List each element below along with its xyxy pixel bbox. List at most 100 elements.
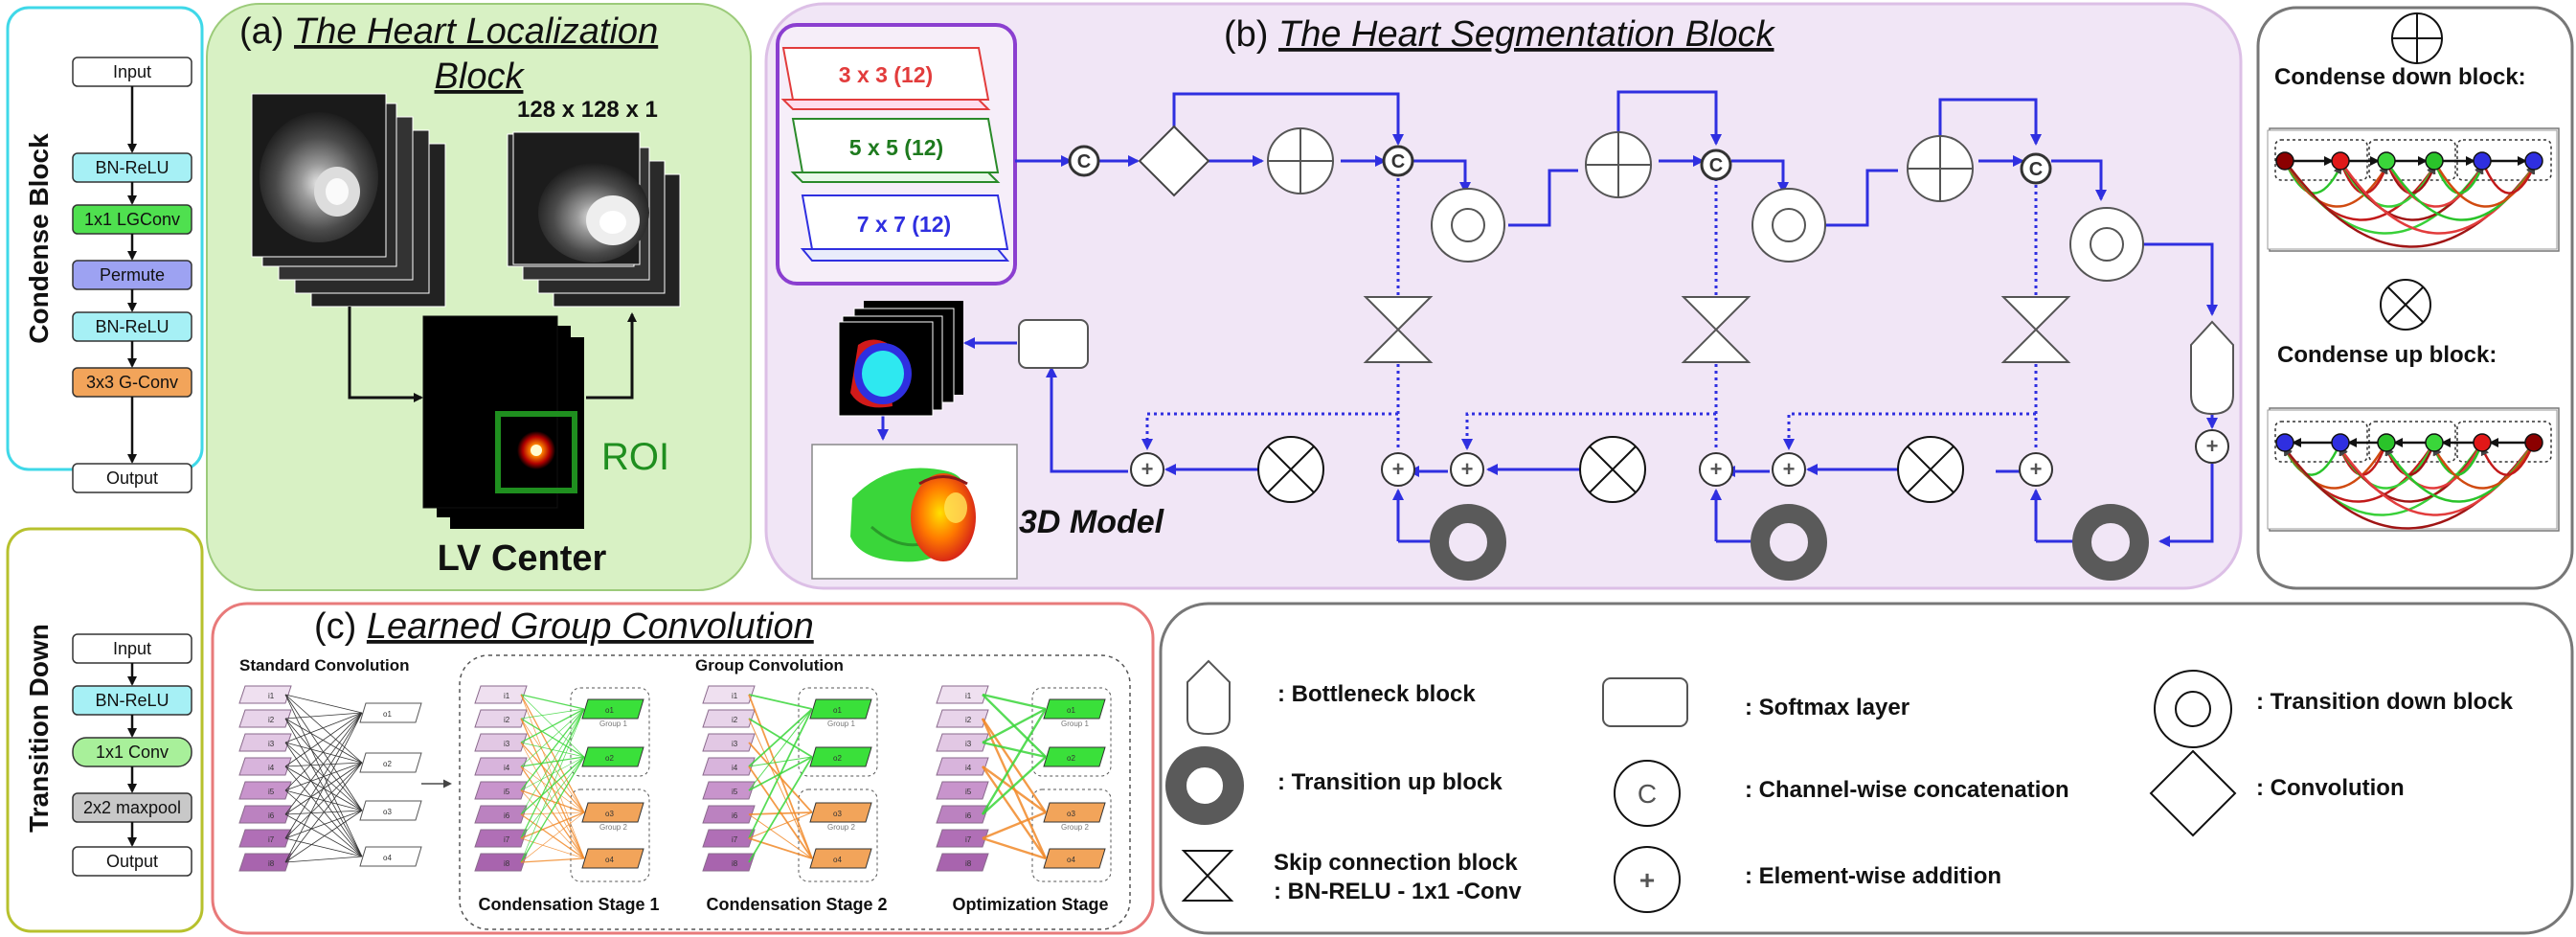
skip-connection-2 <box>1681 296 1751 363</box>
bottleneck-block <box>2190 320 2234 416</box>
input-channel-label: i5 <box>965 788 972 796</box>
condense-node-label: Input <box>113 62 151 81</box>
transition-node-label: Input <box>113 639 151 658</box>
condense-node-label: Permute <box>100 265 165 285</box>
transition-down-ring-2 <box>1751 188 1826 263</box>
transition-up-ring-2 <box>1751 504 1827 581</box>
input-channel-label: i6 <box>504 811 510 820</box>
input-channel-label: i6 <box>268 811 275 820</box>
concat-symbol: C <box>1077 151 1091 172</box>
legend-add-text: : Element-wise addition <box>1745 863 2001 889</box>
mri-cropped-stack <box>507 131 681 308</box>
input-channel-label: i4 <box>965 764 972 772</box>
encoder-plus-node-1 <box>1267 127 1334 194</box>
plus-symbol-icon <box>2391 12 2443 64</box>
output-channel-label: o1 <box>1067 706 1075 715</box>
legend-transition-up-icon <box>1165 746 1244 825</box>
legend-transition-down-icon <box>2154 670 2232 748</box>
legend-skip-text-2: : BN-RELU - 1x1 -Conv <box>1274 879 1522 904</box>
stage-1-label: Condensation Stage 1 <box>478 895 659 914</box>
plus-symbol: + <box>2030 457 2043 481</box>
output-channel-label: o1 <box>833 706 842 715</box>
legend-bottleneck-text: : Bottleneck block <box>1277 681 1476 707</box>
encoder-plus-node-3 <box>1907 135 1974 202</box>
legend-panel: : Bottleneck block : Softmax layer : Tra… <box>1159 602 2574 935</box>
condense-up-node-3 <box>1897 436 1964 503</box>
legend-convolution-text: : Convolution <box>2256 775 2405 801</box>
skip-dotted-lines <box>1141 178 2038 450</box>
plus-symbol: + <box>1710 457 1723 481</box>
output-channel-label: o3 <box>1067 810 1075 818</box>
group-2-label: Group 2 <box>1061 823 1089 832</box>
multiply-symbol-icon <box>2380 279 2431 331</box>
input-channel-label: i4 <box>732 764 738 772</box>
condense-down-label: Condense down block: <box>2274 64 2526 90</box>
transition-node-label: 2x2 maxpool <box>83 798 181 817</box>
roi-box <box>495 411 577 493</box>
output-channel-label: o4 <box>383 854 392 862</box>
input-channel-label: i7 <box>268 835 275 844</box>
input-channel-label: i2 <box>732 716 738 724</box>
input-channel-label: i5 <box>268 788 275 796</box>
lv-center-heatmap <box>422 315 584 529</box>
legend-bottleneck-icon <box>1186 659 1231 736</box>
transition-node-label: BN-ReLU <box>95 691 169 710</box>
input-channel-label: i2 <box>268 716 275 724</box>
condense-up-node-1 <box>1257 436 1324 503</box>
image-size-label: 128 x 128 x 1 <box>517 97 658 123</box>
panel-c-learned-group-conv: (c) Learned Group Convolution Standard C… <box>211 602 1155 935</box>
kernel-7x7-label: 7 x 7 (12) <box>857 212 951 237</box>
transition-down-title: Transition Down <box>24 624 54 833</box>
output-channel-label: o3 <box>383 808 392 816</box>
add-node-6: + <box>2019 452 2053 487</box>
input-channel-label: i1 <box>504 692 510 700</box>
output-channel-label: o3 <box>833 810 842 818</box>
input-channel-label: i7 <box>732 835 738 844</box>
transition-node-1: Input <box>72 633 192 664</box>
plus-symbol: + <box>1392 457 1405 481</box>
output-channel-label: o2 <box>1067 754 1075 763</box>
transition-node-2: BN-ReLU <box>72 685 192 716</box>
kernel-3x3-label: 3 x 3 (12) <box>839 62 933 87</box>
concat-symbol: C <box>2029 159 2043 180</box>
heart-3d-model <box>811 444 1018 580</box>
input-channel-label: i3 <box>504 740 510 748</box>
input-channel-label: i2 <box>504 716 510 724</box>
transition-node-label: 1x1 Conv <box>96 743 169 762</box>
condense-up-down-panel: Condense down block: Condense up block: <box>2256 6 2574 590</box>
transition-node-label: Output <box>106 852 158 871</box>
panel-b-heart-segmentation: (b) The Heart Segmentation Block 3 x 3 (… <box>764 2 2243 590</box>
input-channel-label: i3 <box>965 740 972 748</box>
lv-center-label: LV Center <box>438 538 607 579</box>
group-conv-label: Group Convolution <box>695 656 844 674</box>
input-channel-label: i5 <box>732 788 738 796</box>
panel-b-title: The Heart Segmentation Block <box>1278 14 1775 55</box>
legend-softmax-text: : Softmax layer <box>1745 695 1909 720</box>
multi-scale-kernels: 3 x 3 (12) 5 x 5 (12) 7 x 7 (12) <box>776 23 1017 286</box>
input-channel-label: i2 <box>965 716 972 724</box>
transition-up-ring-1 <box>1430 504 1506 581</box>
condense-up-graph <box>2274 421 2552 530</box>
condense-up-node-2 <box>1579 436 1646 503</box>
add-node-3: + <box>1450 452 1484 487</box>
input-channel-label: i1 <box>732 692 738 700</box>
standard-conv-label: Standard Convolution <box>239 656 410 674</box>
panel-c-title: Learned Group Convolution <box>367 606 814 647</box>
legend-transition-down-text: : Transition down block <box>2256 689 2514 715</box>
add-node-7: + <box>2195 429 2229 464</box>
input-channel-label: i8 <box>268 859 275 868</box>
group-1-label: Group 1 <box>599 720 627 728</box>
output-channel-label: o2 <box>383 760 392 768</box>
legend-skip-text-1: Skip connection block <box>1274 850 1518 876</box>
condense-node-label: 3x3 G-Conv <box>86 373 178 392</box>
add-node-1: + <box>1130 452 1164 487</box>
panel-a-heart-localization: (a) The Heart Localization Block 128 x 1… <box>206 3 752 591</box>
softmax-layer <box>1018 319 1089 369</box>
panel-a-title-line2: Block <box>435 57 526 97</box>
add-node-4: + <box>1699 452 1733 487</box>
condense-down-graph <box>2274 139 2552 248</box>
